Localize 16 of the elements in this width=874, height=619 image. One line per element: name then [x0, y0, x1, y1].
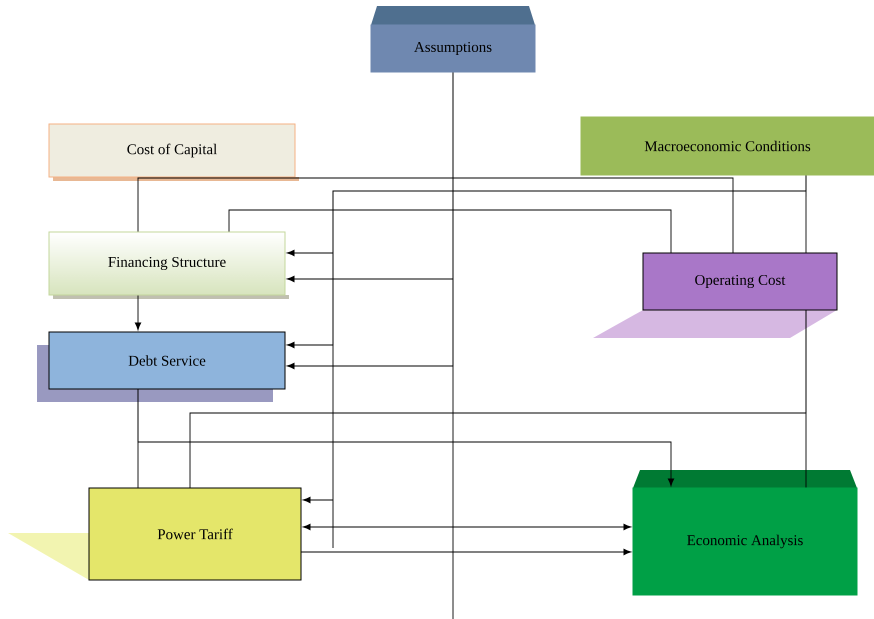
- analysis-box: Economic Analysis: [632, 470, 858, 596]
- connector: [138, 177, 734, 253]
- connector: [228, 210, 672, 253]
- connector: [134, 295, 142, 330]
- process-box: Power Tariff: [8, 488, 302, 580]
- connector: [301, 548, 632, 556]
- connector: [302, 524, 632, 530]
- connector: [302, 175, 806, 548]
- process-box: Macroeconomic Conditions: [580, 116, 874, 176]
- connector: [138, 389, 674, 486]
- assumptions-box: Assumptions: [370, 6, 536, 72]
- process-box: Operating Cost: [593, 252, 838, 338]
- process-box: Financing Structure: [48, 232, 289, 299]
- process-box: Debt Service: [37, 332, 286, 402]
- process-box: Cost of Capital: [48, 124, 299, 181]
- connector: [452, 72, 454, 619]
